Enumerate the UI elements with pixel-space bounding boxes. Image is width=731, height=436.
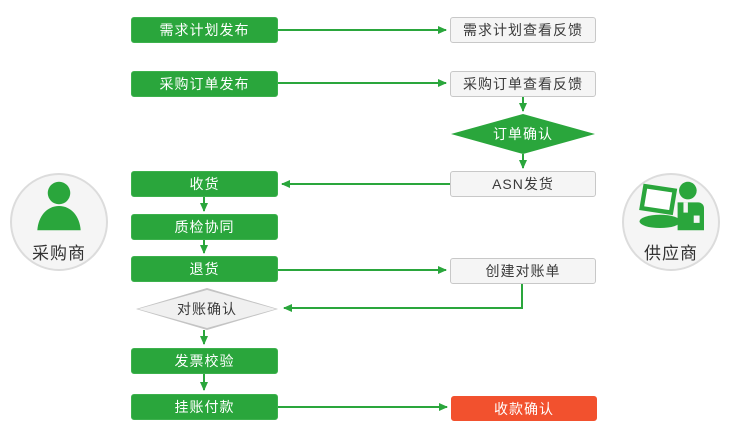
node-purchase-order-publish: 采购订单发布 xyxy=(131,71,278,97)
actor-buyer-label: 采购商 xyxy=(32,244,86,263)
actor-buyer: 采购商 xyxy=(10,173,108,271)
actor-supplier: 供应商 xyxy=(622,173,720,271)
node-receive-goods: 收货 xyxy=(131,171,278,197)
node-purchase-order-feedback: 采购订单查看反馈 xyxy=(450,71,596,97)
actor-supplier-label: 供应商 xyxy=(644,244,698,263)
node-create-statement: 创建对账单 xyxy=(450,258,596,284)
connector-statement-to-reconcile xyxy=(283,284,523,312)
person-icon xyxy=(31,180,87,237)
node-quality-check: 质检协同 xyxy=(131,214,278,240)
node-invoice-verify: 发票校验 xyxy=(131,348,278,374)
node-demand-plan-publish: 需求计划发布 xyxy=(131,17,278,43)
node-asn-ship: ASN发货 xyxy=(450,171,596,197)
node-demand-plan-feedback: 需求计划查看反馈 xyxy=(450,17,596,43)
person-laptop-icon xyxy=(638,180,704,237)
node-payment: 挂账付款 xyxy=(131,394,278,420)
node-receipt-confirm: 收款确认 xyxy=(451,396,597,421)
node-returns: 退货 xyxy=(131,256,278,282)
